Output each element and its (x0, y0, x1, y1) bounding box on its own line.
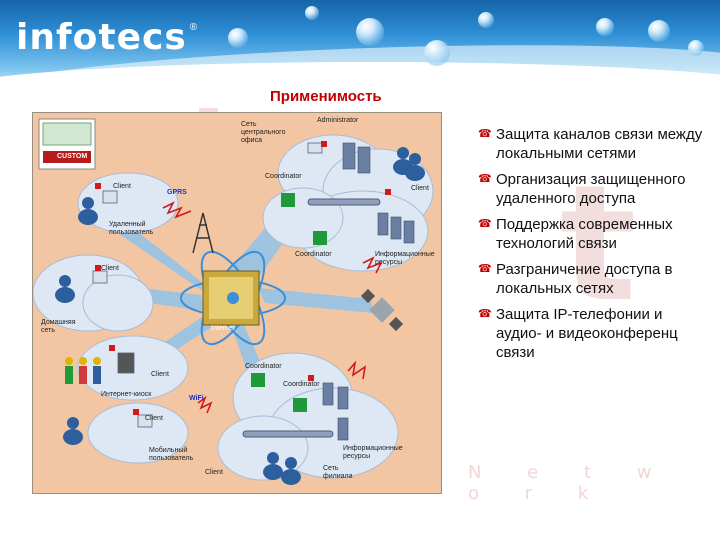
link-branch (228, 318, 263, 373)
bullet-text: Защита IP-телефонии и аудио- и видеоконф… (496, 306, 678, 361)
phone-icon: ☎ (478, 308, 492, 320)
decor-bubble (688, 40, 704, 56)
registered-mark: ® (189, 22, 198, 33)
label-branch-net: Сеть филиала (323, 465, 353, 480)
label-kiosk: Интернет-киоск (101, 391, 152, 398)
logo-text: infotecs (16, 17, 187, 58)
list-item: ☎ Защита IP-телефонии и аудио- и видеоко… (478, 305, 710, 362)
network-diagram: Сеть центрального офиса Administrator Co… (32, 112, 442, 494)
label-remote-user: Удаленный пользователь (109, 221, 154, 236)
label-central-net: Сеть центрального офиса (241, 121, 286, 144)
label-client-home: Client (101, 265, 119, 272)
client-markers (95, 141, 391, 415)
watermark-letter: t (560, 150, 637, 337)
legend-box (38, 118, 96, 170)
computer-icons (92, 142, 323, 428)
benefits-list: ☎ Защита каналов связи между локальными … (478, 125, 710, 369)
network-diagram-svg (33, 118, 434, 485)
satellite-icon (360, 288, 404, 332)
decor-bubble (596, 18, 614, 36)
label-coordinator-branch1: Coordinator (245, 363, 282, 370)
decor-bubble (648, 20, 670, 42)
label-mobile-user: Мобильный пользователь (149, 447, 194, 462)
radio-tower-icon (192, 212, 214, 254)
internet-globe (180, 250, 286, 346)
phone-icon: ☎ (478, 263, 492, 275)
bullet-text: Организация защищенного удаленного досту… (496, 171, 686, 207)
slide-title: Применимость (270, 88, 382, 105)
decor-bubble (424, 40, 450, 66)
bullet-text: Защита каналов связи между локальными се… (496, 126, 703, 162)
server-icons (322, 142, 415, 441)
label-coordinator-branch2: Coordinator (283, 381, 320, 388)
cloud-mobile (87, 402, 189, 464)
label-client-mobile: Client (145, 415, 163, 422)
bullet-text: Разграничение доступа в локальных сетях (496, 261, 673, 297)
label-coordinator-mid: Coordinator (295, 251, 332, 258)
network-bus (242, 198, 381, 438)
list-item: ☎ Защита каналов связи между локальными … (478, 125, 710, 163)
label-branch-resources: Информационные ресурсы (343, 445, 403, 460)
label-client-remote: Client (113, 183, 131, 190)
decor-bubble (356, 18, 384, 46)
infotecs-logo: infotecs ® (16, 18, 197, 58)
label-coordinator-top: Coordinator (265, 173, 302, 180)
signal-lightning (162, 201, 383, 414)
label-administrator: Administrator (317, 117, 359, 124)
list-item: ☎ Поддержка современных технологий связи (478, 215, 710, 253)
header-swoosh-white (0, 62, 720, 98)
decor-bubble (478, 12, 494, 28)
decor-bubble (228, 28, 248, 48)
cloud-home (33, 254, 154, 332)
list-item: ☎ Организация защищенного удаленного дос… (478, 170, 710, 208)
list-item: ☎ Разграничение доступа в локальных сетя… (478, 260, 710, 298)
bullet-text: Поддержка современных технологий связи (496, 216, 673, 252)
phone-icon: ☎ (478, 128, 492, 140)
cloud-remote (77, 172, 179, 234)
watermark-network: N e t w o r k (468, 462, 672, 504)
label-home-net: Домашняя сеть (41, 319, 76, 334)
link-satellite (258, 288, 373, 313)
label-info-resources: Информационные ресурсы (375, 251, 435, 266)
label-internet: Internet (211, 325, 235, 332)
label-gprs: GPRS (167, 189, 187, 196)
legend-custom-badge: CUSTOM (57, 153, 88, 160)
label-wifi: WiFi (189, 395, 204, 402)
label-client-kiosk: Client (151, 371, 169, 378)
decor-bubble (305, 6, 319, 20)
user-icons (55, 147, 425, 485)
label-client-branch: Client (205, 469, 223, 476)
coordinator-icons (251, 193, 327, 412)
phone-icon: ☎ (478, 218, 492, 230)
label-client-top-right: Client (411, 185, 429, 192)
kiosk-people-icon (65, 357, 101, 384)
header-banner: infotecs ® (0, 0, 720, 98)
phone-icon: ☎ (478, 173, 492, 185)
